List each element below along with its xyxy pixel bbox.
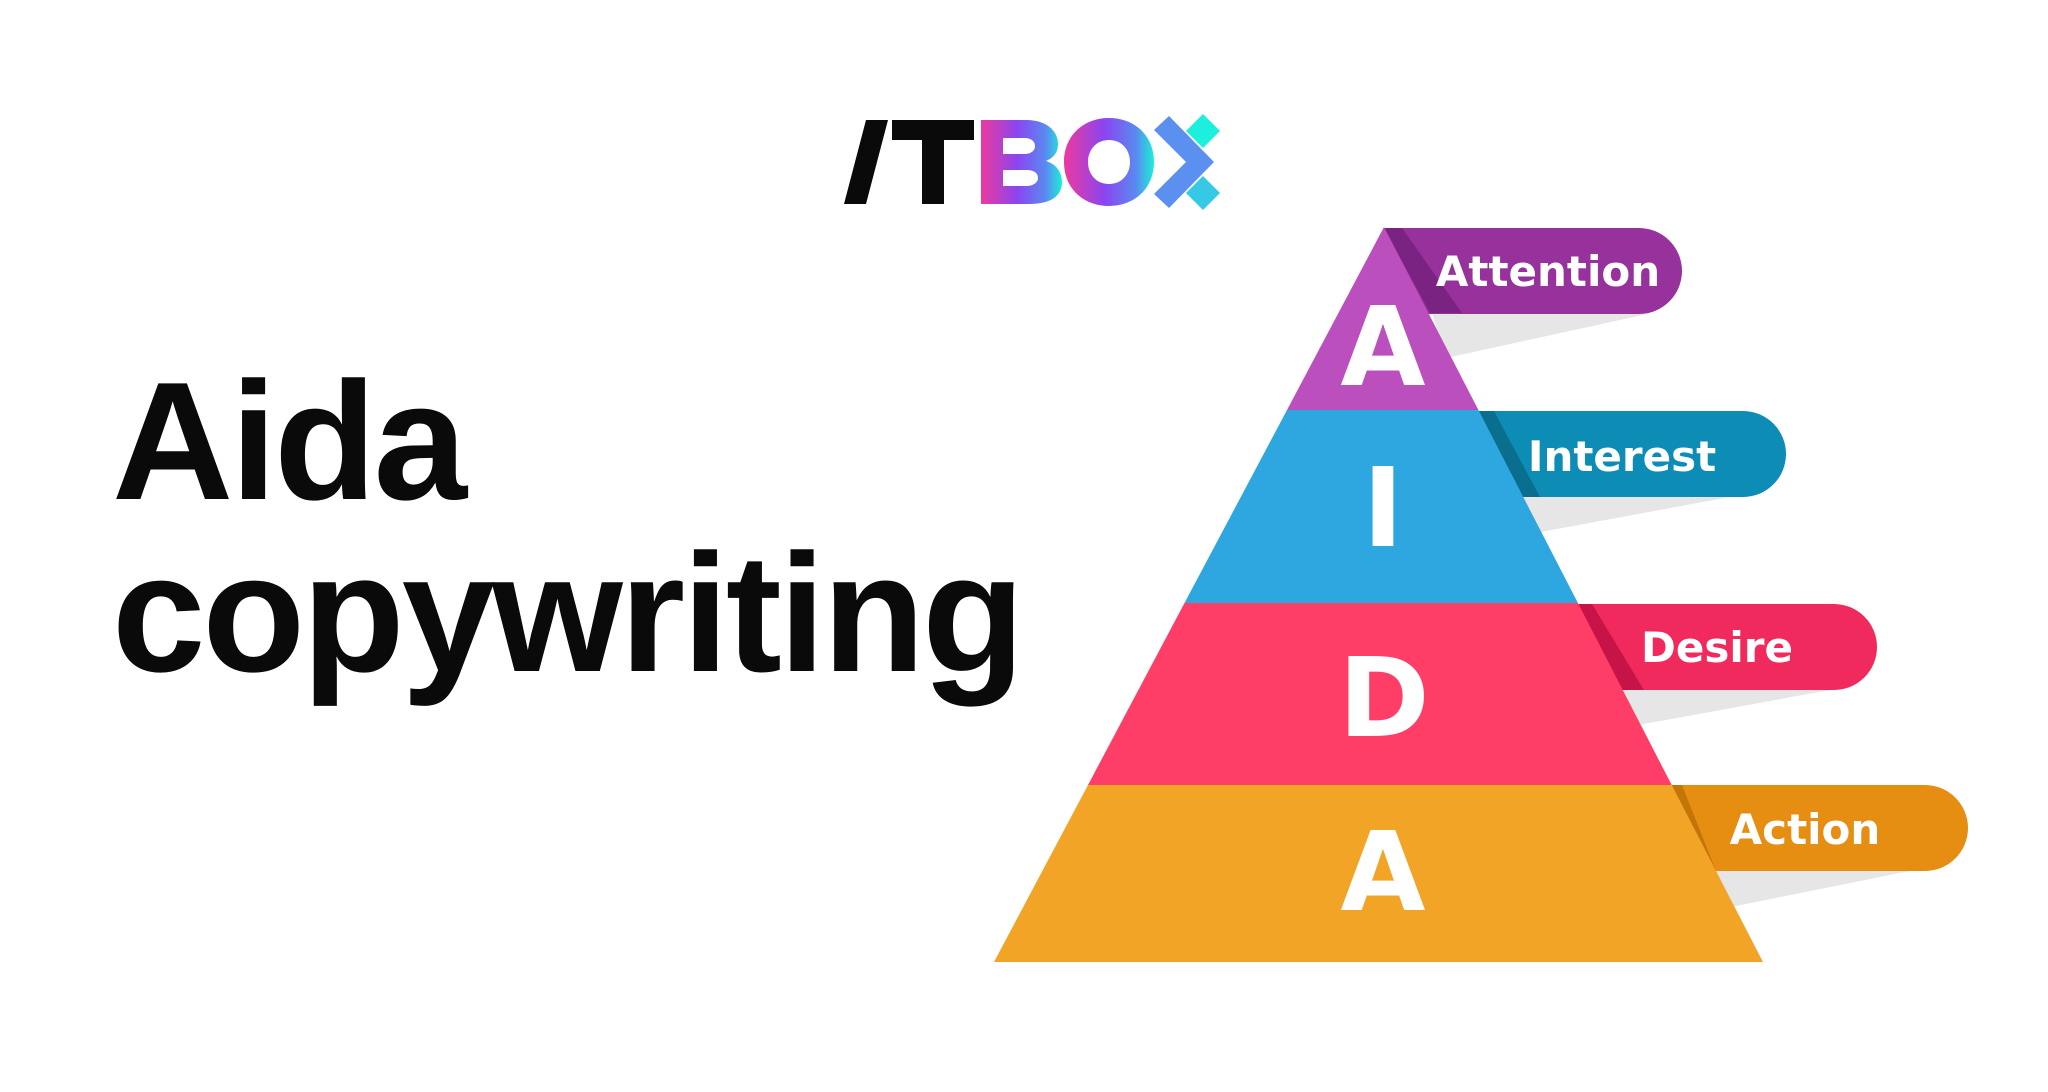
band-letter-action: A (1340, 808, 1425, 936)
tab-label-action: Action (1730, 805, 1881, 854)
logo-slash (844, 120, 888, 204)
logo-t (892, 120, 974, 204)
band-action (994, 785, 1763, 962)
logo-chevron (1154, 116, 1214, 208)
tab-label-desire: Desire (1641, 623, 1793, 672)
band-letter-interest: I (1363, 444, 1404, 572)
fold-shadow (1578, 604, 1644, 690)
shadow-wedge (1620, 690, 1830, 728)
band-letter-attention: A (1340, 283, 1425, 411)
logo-diamond-bottom (1186, 176, 1220, 210)
band-attention (1287, 227, 1479, 410)
level-action: A Action (994, 785, 1968, 962)
tab-label-attention: Attention (1436, 247, 1660, 296)
logo-o (1064, 118, 1154, 206)
level-interest: I Interest (1184, 410, 1786, 603)
band-interest (1184, 410, 1578, 603)
shadow-wedge (1432, 313, 1652, 358)
logo-diamond-top (1186, 114, 1220, 148)
itbox-logo (844, 114, 1220, 210)
tab-label-interest: Interest (1528, 432, 1716, 481)
band-desire (1088, 603, 1672, 785)
shadow-wedge (1712, 871, 1910, 910)
page-title: Aida copywriting (112, 347, 1025, 707)
level-desire: D Desire (1088, 603, 1877, 785)
logo-b (981, 120, 1062, 204)
fold-shadow (1384, 228, 1462, 313)
fold-shadow (1672, 785, 1716, 871)
title-line-1: Aida (112, 347, 467, 535)
level-attention: A Attention (1287, 227, 1682, 411)
band-letter-desire: D (1338, 634, 1429, 762)
fold-shadow (1478, 411, 1540, 497)
title-line-2: copywriting (112, 519, 1025, 707)
